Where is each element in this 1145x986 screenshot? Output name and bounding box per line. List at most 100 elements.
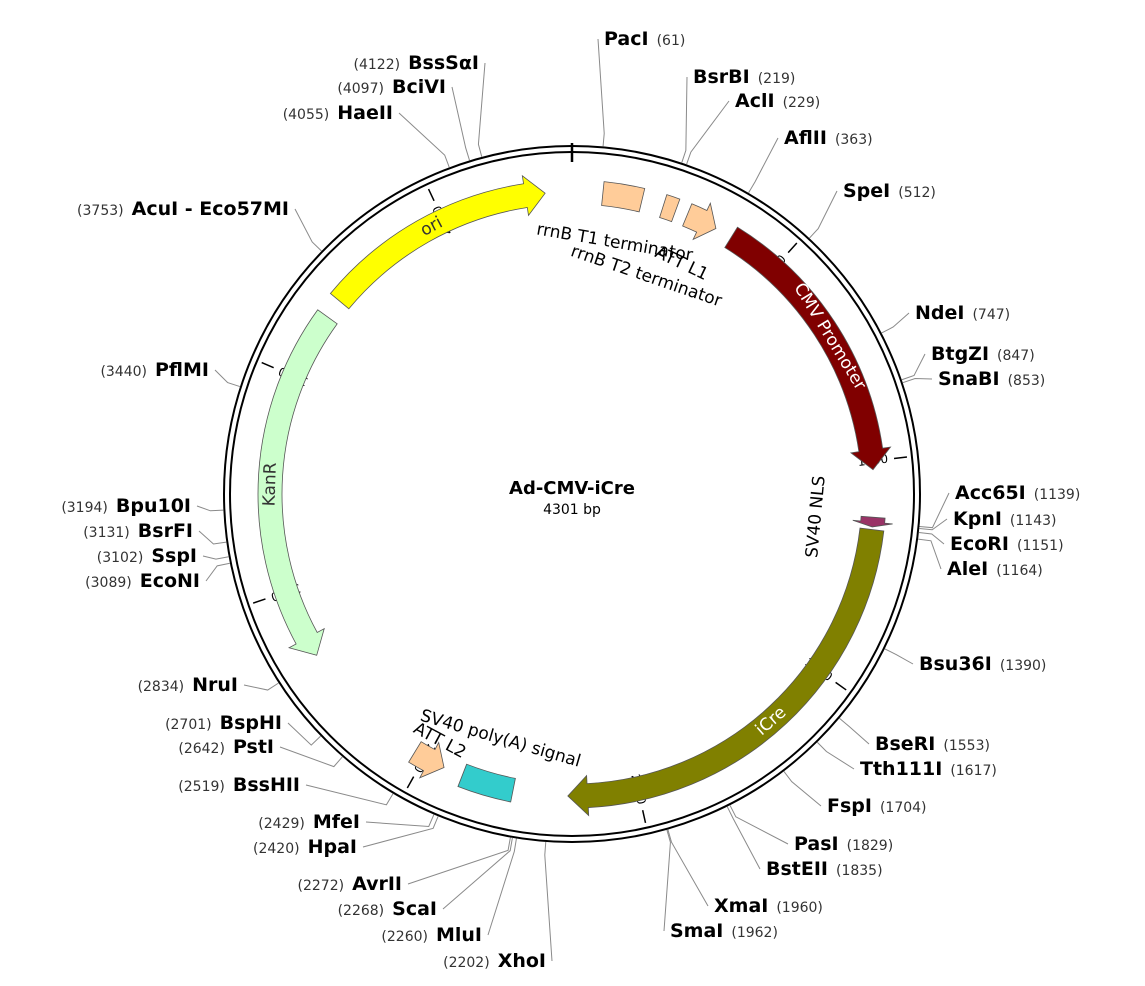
site-name: NdeI <box>915 302 964 324</box>
site-name: BtgZI <box>931 343 989 365</box>
site-name: HaeII <box>337 102 393 124</box>
site-label-sspi: (3102)SspI <box>97 545 197 567</box>
site-name: AvrII <box>352 873 402 895</box>
site-position: (2268) <box>338 903 385 919</box>
site-name: BspHI <box>220 712 282 734</box>
site-name: BseRI <box>875 733 935 755</box>
site-label-xhoi: (2202)XhoI <box>443 950 546 972</box>
leader-paci <box>597 38 605 147</box>
site-position: (1151) <box>1017 538 1064 554</box>
leader-bsteii <box>726 806 761 870</box>
plasmid-center-title: Ad-CMV-iCre 4301 bp <box>509 478 635 518</box>
site-label-acui-eco57mi: (3753)AcuI - Eco57MI <box>77 198 289 220</box>
site-label-mlui: (2260) MluI <box>381 924 482 946</box>
site-position: (1139) <box>1034 487 1081 503</box>
leader-kpni <box>919 518 948 531</box>
site-label-pflmi: (3440)PflMI <box>100 359 209 381</box>
site-position: (1143) <box>1010 513 1057 529</box>
scale-tick-3000 <box>252 598 266 604</box>
site-position: (2420) <box>253 841 300 857</box>
site-label-bsteii: BstEII(1835) <box>766 858 883 880</box>
feature-label-sv40-nls: SV40 NLS <box>802 475 830 559</box>
site-label-nrui: (2834)NruI <box>138 674 238 696</box>
site-position: (1704) <box>880 800 927 816</box>
site-position: (3102) <box>97 550 144 566</box>
leader-acli <box>686 100 730 165</box>
site-position: (2429) <box>258 816 305 832</box>
site-label-spei: SpeI(512) <box>843 180 936 202</box>
site-position: (2519) <box>178 779 225 795</box>
site-name: EcoRI <box>950 533 1009 555</box>
site-position: (1164) <box>996 563 1043 579</box>
feature-arrows <box>257 174 893 817</box>
feature-att-l1 <box>682 202 717 241</box>
leader-alei <box>918 538 942 570</box>
site-position: (363) <box>835 132 873 148</box>
site-position: (1553) <box>943 738 990 754</box>
leader-scai <box>442 837 513 910</box>
leader-pasi <box>729 804 789 845</box>
site-position: (2272) <box>298 878 345 894</box>
site-label-snabi: SnaBI(853) <box>938 368 1045 390</box>
site-position: (3131) <box>83 525 130 541</box>
leader-bsphi <box>287 722 321 746</box>
site-position: (2642) <box>178 741 225 757</box>
site-position: (3194) <box>61 500 108 516</box>
site-name: FspI <box>827 795 872 817</box>
site-label-bseri: BseRI (1553) <box>875 733 990 755</box>
leader-mlui <box>487 838 517 936</box>
leader-xmai <box>667 829 709 907</box>
site-label-bsrfi: (3131) BsrFI <box>83 520 193 542</box>
leader-acc65i <box>919 492 950 529</box>
leader-sspi <box>202 555 229 560</box>
feature-kanr <box>257 309 338 656</box>
feature-sv40-poly-a-signal <box>457 763 516 803</box>
leader-ndei <box>881 312 910 334</box>
site-label-econi: (3089)EcoNI <box>85 570 200 592</box>
leader-aflii <box>748 137 779 194</box>
site-name: SpeI <box>843 180 890 202</box>
site-name: BsrFI <box>138 520 193 542</box>
site-name: XhoI <box>498 950 546 972</box>
site-label-hpai: (2420)HpaI <box>253 836 357 858</box>
site-name: BciVI <box>392 76 446 98</box>
site-label-btgzi: BtgZI(847) <box>931 343 1035 365</box>
feature-cmv-promoter <box>724 226 892 471</box>
site-name: MluI <box>436 924 482 946</box>
leader-bpu10i <box>196 505 224 512</box>
site-name: MfeI <box>313 811 360 833</box>
site-position: (1829) <box>847 838 894 854</box>
site-label-bsphi: (2701) BspHI <box>165 712 282 734</box>
restriction-site-labels: PacI(61)BsrBI(219)AclI(229)AflII(363)Spe… <box>61 28 1080 972</box>
scale-tick-4000 <box>427 188 435 202</box>
leader-hpai <box>362 816 439 848</box>
feature-label-kanr: KanR <box>259 462 280 507</box>
site-position: (2260) <box>381 929 428 945</box>
site-name: KpnI <box>953 508 1002 530</box>
scale-tick-2000 <box>641 810 647 824</box>
site-label-aflii: AflII(363) <box>784 127 873 149</box>
leader-bsu36i <box>884 648 914 665</box>
site-label-xmai: XmaI(1960) <box>714 895 823 917</box>
leader-pflmi <box>214 369 241 388</box>
site-name: Acc65I <box>955 482 1026 504</box>
site-position: (3753) <box>77 203 124 219</box>
plasmid-name: Ad-CMV-iCre <box>509 478 635 499</box>
site-position: (1617) <box>950 763 997 779</box>
scale-tick-1500 <box>835 681 847 691</box>
leader-bsshii <box>305 784 394 806</box>
site-name: PasI <box>794 833 839 855</box>
leader-nrui <box>243 682 279 691</box>
scale-tick-3500 <box>261 361 274 369</box>
site-label-avrii: (2272) AvrII <box>298 873 402 895</box>
site-name: BstEII <box>766 858 828 880</box>
site-position: (2701) <box>165 717 212 733</box>
site-name: NruI <box>192 674 238 696</box>
site-label-scai: (2268)ScaI <box>338 898 437 920</box>
leader-psti <box>279 746 343 768</box>
feature-rrnb-t2-terminator <box>659 194 681 223</box>
leader-mfei <box>365 814 435 827</box>
site-label-haeii: (4055)HaeII <box>283 102 393 124</box>
leader-bsrfi <box>198 530 227 545</box>
